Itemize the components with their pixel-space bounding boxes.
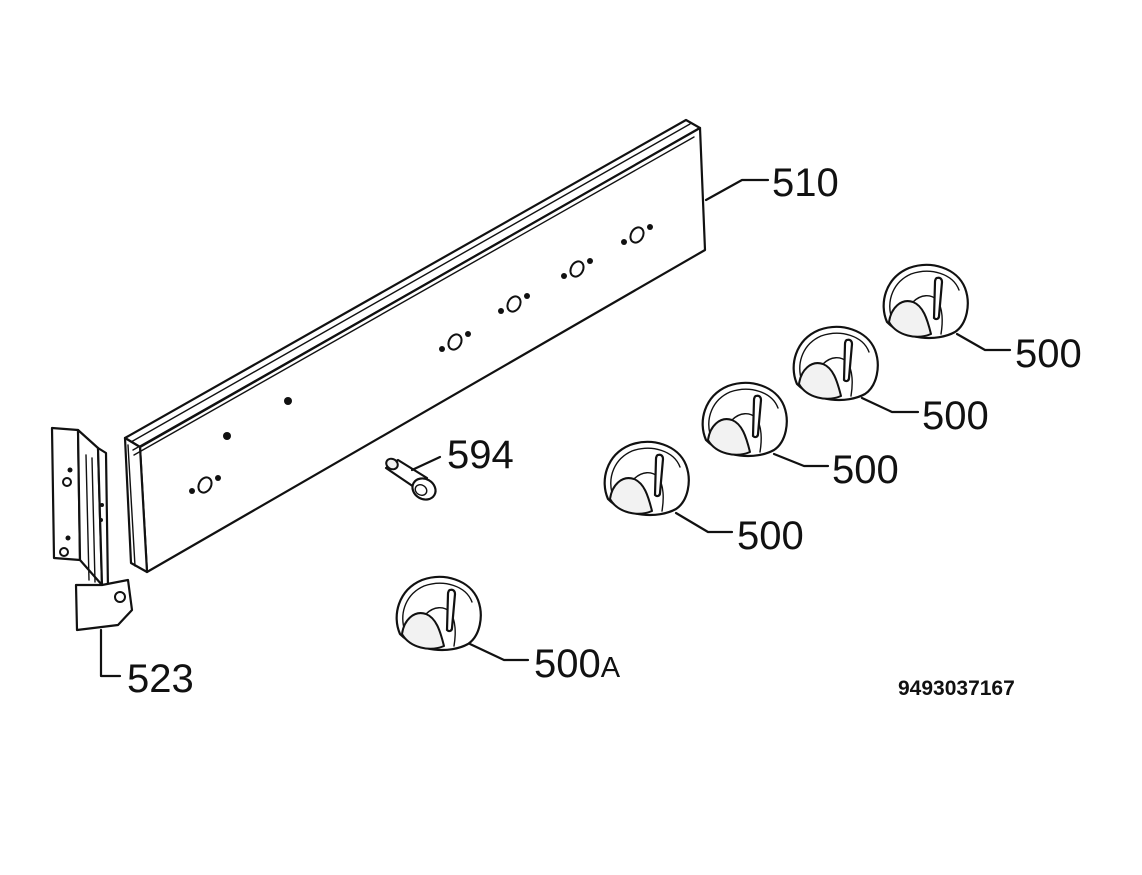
diagram-reference-code: 9493037167 [898,677,1015,700]
part-label-knob-500a-suffix: A [601,652,621,684]
bracket-523 [50,426,134,678]
leader-knob-2 [860,396,920,414]
part-label-523: 523 [127,657,194,701]
leader-knob-1 [955,332,1012,352]
leader-knob-4 [674,511,734,534]
part-label-594: 594 [447,433,514,477]
part-label-knob-500a-number: 500 [534,642,601,686]
part-label-knob-500a: 500A [534,642,621,686]
leader-594 [410,455,442,472]
control-panel-510 [123,118,770,574]
leader-knob-3 [772,452,830,468]
panel-holes [189,224,653,494]
leader-knob-500a [468,642,530,662]
part-label-knob-4: 500 [737,514,804,558]
knob-500-2 [792,325,920,414]
knob-500-3 [701,381,830,468]
knob-500-4 [603,440,734,534]
knob-500-1 [882,263,1012,352]
knob-500a [395,575,530,662]
screw-594 [384,455,442,501]
part-label-knob-3: 500 [832,448,899,492]
part-label-knob-1: 500 [1015,332,1082,376]
leader-510 [704,178,770,202]
part-label-knob-2: 500 [922,394,989,438]
leader-523 [99,628,122,678]
part-label-510: 510 [772,161,839,205]
